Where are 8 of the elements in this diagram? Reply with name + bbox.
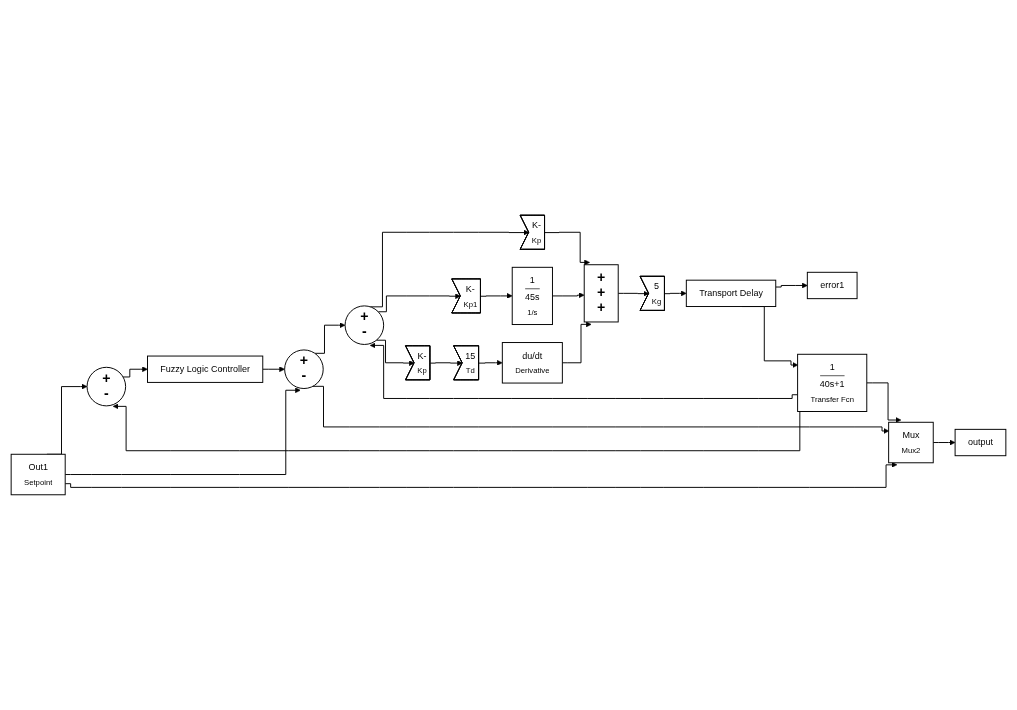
node-box: + + +: [583, 264, 619, 323]
node-circle: + -: [344, 305, 385, 345]
node-circle: + -: [86, 366, 127, 407]
node-circle: + -: [284, 349, 324, 389]
node-box: Transport Delay: [685, 279, 777, 307]
node-box: error1: [806, 271, 858, 300]
node-box: output: [954, 428, 1007, 457]
node-box: Fuzzy Logic Controller: [147, 355, 264, 383]
